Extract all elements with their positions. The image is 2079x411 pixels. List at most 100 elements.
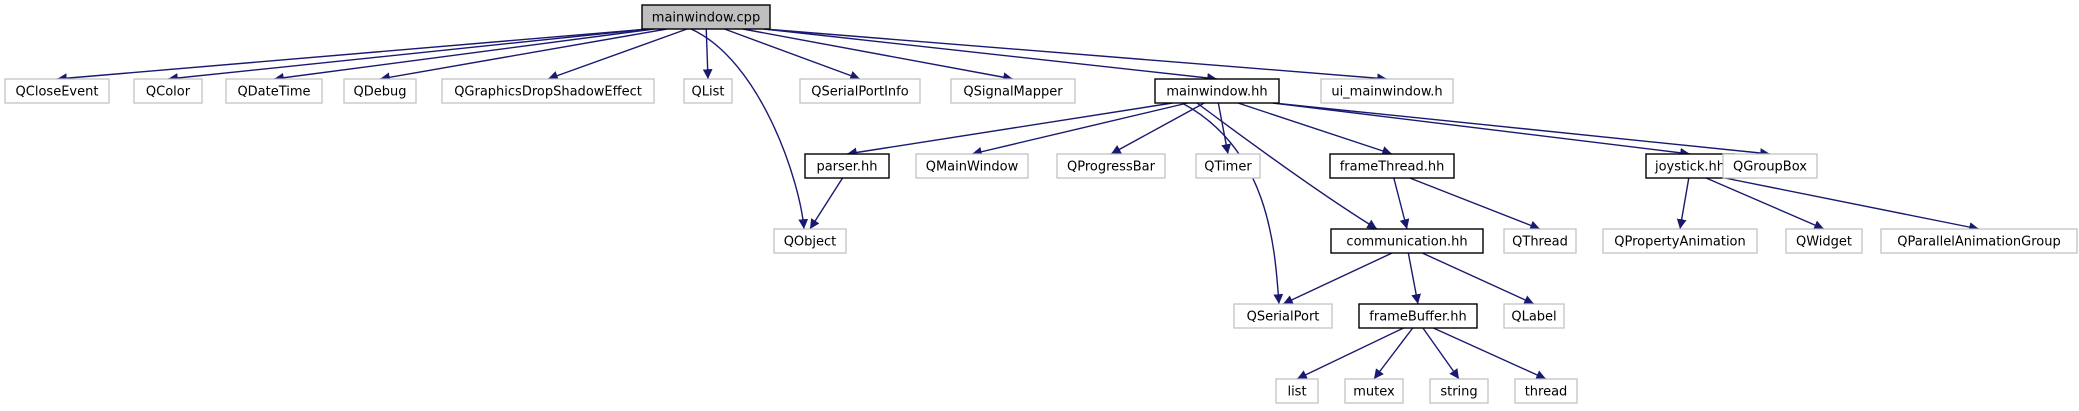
- node-box: [1195, 153, 1261, 179]
- node-label: QObject: [784, 235, 837, 250]
- node-parser-hh[interactable]: parser.hh: [804, 153, 890, 179]
- edge-communication-hh-to-qserialport: [1282, 252, 1393, 305]
- node-box: [1358, 303, 1478, 329]
- node-ui-mainwindow-h: ui_mainwindow.h: [1320, 78, 1454, 104]
- node-label: QSerialPortInfo: [811, 85, 908, 100]
- node-label: frameBuffer.hh: [1369, 310, 1466, 325]
- edge-mainwindow-hh-to-qtimer: [1217, 102, 1231, 155]
- node-box: [1233, 303, 1333, 329]
- node-box: [225, 78, 323, 104]
- edge-framebuffer-hh-to-list: [1296, 327, 1404, 380]
- node-qcloseevent: QCloseEvent: [4, 78, 110, 104]
- edge-communication-hh-to-qlabel: [1421, 252, 1535, 305]
- node-qserialportinfo: QSerialPortInfo: [799, 78, 921, 104]
- node-box: [683, 78, 733, 104]
- node-mainwindow-cpp[interactable]: mainwindow.cpp: [641, 4, 771, 30]
- node-box: [1503, 303, 1565, 329]
- node-list: list: [1275, 378, 1319, 404]
- node-qpropertyanimation: QPropertyAnimation: [1602, 228, 1758, 254]
- node-label: communication.hh: [1346, 235, 1467, 250]
- edge-mainwindow-hh-to-parser-hh: [846, 102, 1173, 158]
- node-box: [1602, 228, 1758, 254]
- edge-framethread-hh-to-qthread: [1409, 177, 1541, 230]
- node-thread: thread: [1514, 378, 1578, 404]
- edge-mainwindow-cpp-to-qobject: [690, 28, 809, 230]
- edge-mainwindow-cpp-to-ui-mainwindow-h: [763, 28, 1388, 84]
- edge-mainwindow-cpp-to-qdatetime: [273, 28, 655, 83]
- edge-framebuffer-hh-to-mutex: [1373, 327, 1414, 380]
- edge-mainwindow-cpp-to-qserialportinfo: [724, 28, 861, 81]
- node-box: [1330, 228, 1484, 254]
- node-box: [773, 228, 847, 254]
- node-box: [641, 4, 771, 30]
- node-box: [4, 78, 110, 104]
- node-label: joystick.hh: [1654, 160, 1725, 175]
- edge-joystick-hh-to-qpropertyanimation: [1676, 177, 1690, 230]
- node-box: [1154, 78, 1280, 104]
- edge-mainwindow-cpp-to-qcolor: [167, 28, 649, 83]
- node-box: [1722, 153, 1818, 179]
- node-mutex: mutex: [1344, 378, 1404, 404]
- node-box: [1429, 378, 1489, 404]
- edge-communication-hh-to-framebuffer-hh: [1407, 252, 1421, 305]
- node-qthread: QThread: [1503, 228, 1577, 254]
- node-qwidget: QWidget: [1785, 228, 1863, 254]
- node-box: [133, 78, 203, 104]
- edge-framethread-hh-to-communication-hh: [1393, 177, 1410, 230]
- edge-mainwindow-hh-to-qgroupbox: [1272, 102, 1771, 158]
- node-label: QSignalMapper: [963, 85, 1063, 100]
- node-label: QSerialPort: [1247, 310, 1320, 325]
- node-box: [1344, 378, 1404, 404]
- node-label: QTimer: [1204, 160, 1252, 175]
- node-box: [915, 153, 1029, 179]
- edge-mainwindow-cpp-to-qsignalmapper: [742, 28, 1014, 83]
- node-label: thread: [1525, 385, 1568, 400]
- node-box: [1503, 228, 1577, 254]
- node-box: [343, 78, 417, 104]
- edges-layer: [56, 28, 1980, 380]
- node-label: list: [1287, 385, 1306, 400]
- node-label: QGraphicsDropShadowEffect: [454, 85, 642, 100]
- node-qtimer: QTimer: [1195, 153, 1261, 179]
- node-qgraphicsdropshadoweffect: QGraphicsDropShadowEffect: [441, 78, 655, 104]
- node-box: [441, 78, 655, 104]
- node-label: mainwindow.cpp: [652, 11, 760, 26]
- edge-mainwindow-hh-to-qprogressbar: [1110, 102, 1205, 155]
- node-label: frameThread.hh: [1340, 160, 1445, 175]
- node-framebuffer-hh[interactable]: frameBuffer.hh: [1358, 303, 1478, 329]
- node-qsignalmapper: QSignalMapper: [950, 78, 1076, 104]
- edge-mainwindow-hh-to-qserialport: [1181, 102, 1284, 305]
- edge-mainwindow-cpp-to-qdebug: [379, 28, 668, 83]
- node-label: string: [1440, 385, 1477, 400]
- node-qparallelanimationgroup: QParallelAnimationGroup: [1880, 228, 2078, 254]
- node-label: QLabel: [1511, 310, 1556, 325]
- node-label: QProgressBar: [1067, 160, 1156, 175]
- node-box: [1785, 228, 1863, 254]
- node-joystick-hh[interactable]: joystick.hh: [1645, 153, 1735, 179]
- node-qlist: QList: [683, 78, 733, 104]
- node-box: [950, 78, 1076, 104]
- node-qlabel: QLabel: [1503, 303, 1565, 329]
- edge-mainwindow-cpp-to-qcloseevent: [56, 28, 649, 84]
- node-label: QCloseEvent: [16, 85, 99, 100]
- node-box: [1329, 153, 1455, 179]
- node-qmainwindow: QMainWindow: [915, 153, 1029, 179]
- node-communication-hh[interactable]: communication.hh: [1330, 228, 1484, 254]
- node-label: QThread: [1512, 235, 1568, 250]
- edge-mainwindow-cpp-to-qgraphicsdropshadoweffect: [547, 28, 688, 81]
- edge-joystick-hh-to-qwidget: [1705, 177, 1825, 230]
- edge-framebuffer-hh-to-thread: [1433, 327, 1547, 380]
- node-label: QPropertyAnimation: [1614, 235, 1746, 250]
- node-qdatetime: QDateTime: [225, 78, 323, 104]
- node-qprogressbar: QProgressBar: [1056, 153, 1166, 179]
- node-mainwindow-hh[interactable]: mainwindow.hh: [1154, 78, 1280, 104]
- node-box: [804, 153, 890, 179]
- node-framethread-hh[interactable]: frameThread.hh: [1329, 153, 1455, 179]
- node-label: QDebug: [354, 85, 407, 100]
- node-label: QParallelAnimationGroup: [1897, 235, 2060, 250]
- edge-mainwindow-cpp-to-mainwindow-hh: [763, 28, 1218, 83]
- node-label: ui_mainwindow.h: [1331, 85, 1442, 100]
- node-label: QWidget: [1796, 235, 1852, 250]
